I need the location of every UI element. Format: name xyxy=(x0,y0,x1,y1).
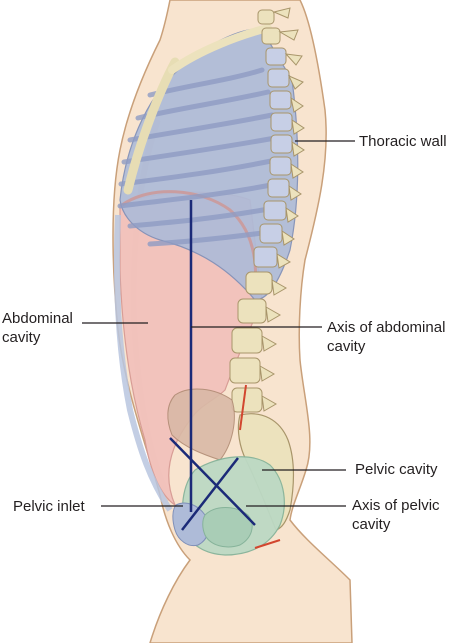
label-axis-of-abdominal-cavity: Axis of abdominal cavity xyxy=(327,318,445,356)
anterior-abdominal-wall xyxy=(113,214,173,512)
label-abdominal-cavity: Abdominal cavity xyxy=(2,309,73,347)
label-pelvic-cavity: Pelvic cavity xyxy=(355,461,438,478)
axis-of-pelvic-cavity-line-1 xyxy=(169,437,256,526)
leader-lines xyxy=(82,140,355,507)
label-pelvic-inlet: Pelvic inlet xyxy=(13,498,85,515)
pubic-bone xyxy=(172,502,209,547)
label-thoracic-wall: Thoracic wall xyxy=(359,133,447,150)
spinous-processes xyxy=(259,7,305,412)
clavicle xyxy=(168,24,272,74)
perineal-line xyxy=(254,539,281,549)
label-abdominal-cavity-line1: Abdominal xyxy=(2,310,73,327)
label-abdominal-cavity-line2: cavity xyxy=(2,329,41,346)
label-axis-of-pelvic-cavity: Axis of pelvic cavity xyxy=(352,496,440,534)
vertebral-column xyxy=(229,9,293,413)
axis-of-pelvic-cavity-line-2 xyxy=(181,457,239,531)
label-axis-pelvic-line1: Axis of pelvic xyxy=(352,497,440,514)
label-axis-abdominal-line2: cavity xyxy=(327,338,366,355)
label-axis-abdominal-line1: Axis of abdominal xyxy=(327,319,446,336)
posterior-wall-line xyxy=(239,384,247,431)
pelvic-floor xyxy=(202,507,253,548)
label-axis-pelvic-line2: cavity xyxy=(352,516,391,533)
